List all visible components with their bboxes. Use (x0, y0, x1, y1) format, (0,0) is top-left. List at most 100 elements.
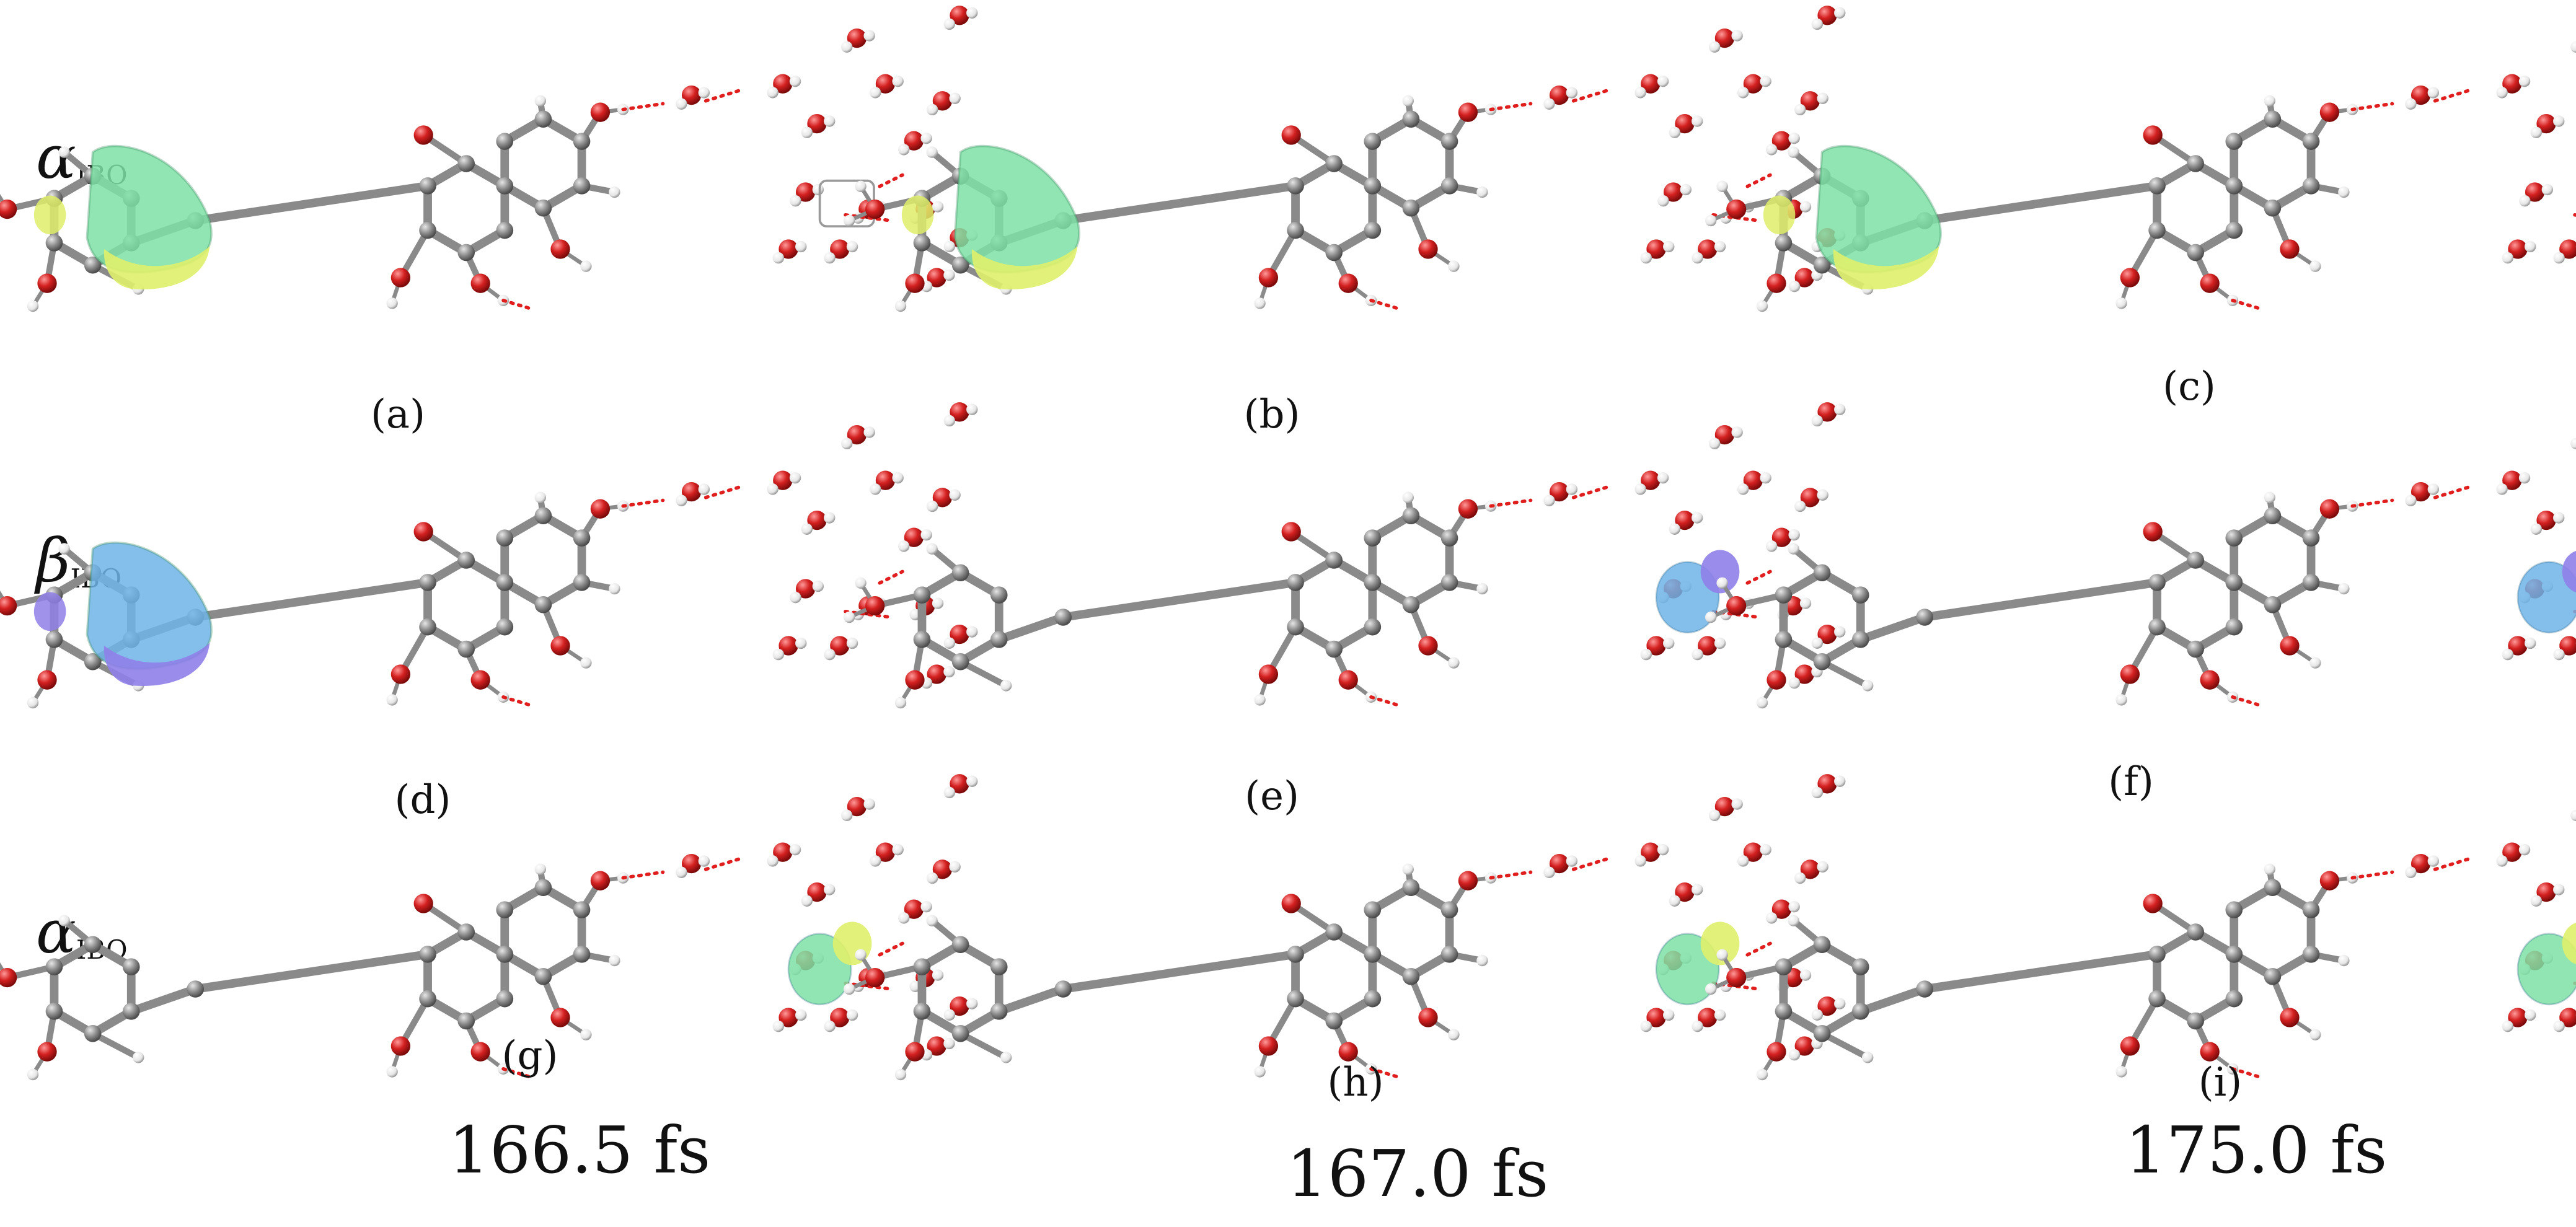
hydrogen-atom (846, 240, 858, 253)
hydrogen-atom (1634, 87, 1646, 99)
carbon-atom (2187, 1012, 2204, 1030)
oxygen-atom (1800, 488, 1820, 508)
carbon-atom (419, 618, 436, 636)
oxygen-atom (1726, 199, 1747, 219)
oxygen-atom (1800, 860, 1820, 879)
carbon-atom (1813, 936, 1831, 954)
panel-a (0, 6, 978, 312)
oxygen-atom (904, 899, 924, 919)
hydrogen-bond (2350, 498, 2394, 508)
hydrogen-atom (1737, 855, 1749, 867)
oxygen-atom (2536, 882, 2556, 902)
hydrogen-atom (2518, 75, 2531, 87)
hydrogen-atom (870, 483, 881, 495)
oxygen-atom (905, 670, 925, 690)
oxygen-atom (905, 1042, 925, 1062)
hydrogen-atom (966, 403, 978, 415)
oxygen-atom (2319, 102, 2340, 122)
hydrogen-atom (927, 872, 938, 884)
hydrogen-atom (2264, 95, 2275, 107)
hydrogen-atom (772, 1020, 785, 1032)
hydrogen-atom (943, 415, 956, 427)
hydrogen-atom (1566, 87, 1578, 99)
orbital-lobe-small-1 (901, 195, 934, 235)
hydrogen-atom (1640, 648, 1652, 661)
hydrogen-atom (1657, 843, 1669, 856)
hydrogen-atom (812, 183, 824, 196)
hydrogen-atom (943, 1037, 955, 1050)
oxygen-atom (2319, 499, 2340, 519)
hydrogen-atom (534, 863, 546, 875)
hydrogen-atom (1402, 95, 1414, 107)
panel-e (844, 402, 1846, 709)
oxygen-atom (37, 273, 57, 293)
hydrogen-atom (926, 543, 938, 555)
hydrogen-atom (1566, 855, 1578, 867)
oxygen-atom (773, 74, 793, 94)
hydrogen-atom (58, 543, 70, 555)
orbital-lobe-main-8 (2516, 933, 2576, 1006)
oxygen-atom (905, 273, 925, 293)
hydrogen-atom (1714, 637, 1726, 649)
oxygen-atom (681, 482, 702, 502)
oxygen-atom (2508, 239, 2528, 259)
hydrogen-atom (898, 912, 910, 924)
hydrogen-atom (1788, 146, 1799, 158)
hydrogen-bond (878, 173, 904, 188)
panel-label-h: (h) (1327, 1060, 1383, 1106)
hydrogen-atom (2553, 252, 2565, 264)
oxygen-atom (1646, 239, 1666, 259)
panel-label-e: (e) (1245, 773, 1299, 819)
orbital-lobe-secondary-2 (1833, 246, 1939, 289)
hydrogen-atom (386, 1066, 398, 1078)
hydrogen-atom (2553, 115, 2565, 127)
carbon-atom (990, 1003, 1008, 1020)
hydrogen-bond (2231, 299, 2263, 311)
hydrogen-atom (2264, 491, 2275, 503)
hydrogen-atom (1709, 438, 1721, 449)
hydrogen-atom (2427, 855, 2440, 867)
carbon-atom (1440, 946, 1458, 963)
carbon-atom (1325, 640, 1343, 658)
carbon-atom (913, 1003, 931, 1020)
oxygen-atom (0, 596, 17, 616)
carbon-atom (534, 596, 552, 614)
hydrogen-atom (2553, 512, 2565, 524)
hydrogen-atom (27, 300, 39, 312)
oxygen-atom (865, 199, 885, 219)
oxygen-atom (927, 268, 946, 288)
oxygen-atom (950, 624, 969, 644)
hydrogen-atom (801, 523, 813, 535)
panel-b (844, 6, 1846, 312)
carbon-atom (1287, 221, 1304, 239)
carbon-atom (951, 653, 969, 671)
carbon-atom (1325, 244, 1343, 262)
hydrogen-atom (2525, 240, 2536, 253)
oxygen-atom (1771, 527, 1792, 547)
hydrogen-atom (920, 132, 932, 144)
orbital-lobe-small-3 (33, 592, 66, 631)
oxygen-atom (2200, 273, 2220, 293)
bond (1856, 985, 1930, 1016)
oxygen-atom (779, 636, 798, 656)
hydrogen-atom (580, 260, 592, 272)
hydrogen-atom (1657, 195, 1669, 207)
hydrogen-atom (870, 855, 881, 867)
hydrogen-atom (1788, 677, 1801, 689)
orbital-lobe-main-5 (2516, 561, 2576, 634)
hydrogen-atom (1794, 500, 1806, 512)
carbon-atom (84, 936, 102, 954)
hydrogen-atom (1000, 1052, 1012, 1063)
oxygen-atom (550, 239, 570, 259)
oxygen-atom (2559, 1008, 2576, 1027)
carbon-atom (45, 958, 63, 975)
hydrogen-atom (1788, 900, 1800, 913)
carbon-atom (496, 574, 514, 591)
hydrogen-bond (704, 87, 745, 103)
carbon-atom (2225, 221, 2243, 239)
oxygen-atom (847, 424, 867, 445)
oxygen-atom (390, 268, 411, 288)
oxygen-atom (1817, 996, 1837, 1016)
hydrogen-bond (1745, 941, 1772, 957)
hydrogen-atom (844, 983, 855, 995)
